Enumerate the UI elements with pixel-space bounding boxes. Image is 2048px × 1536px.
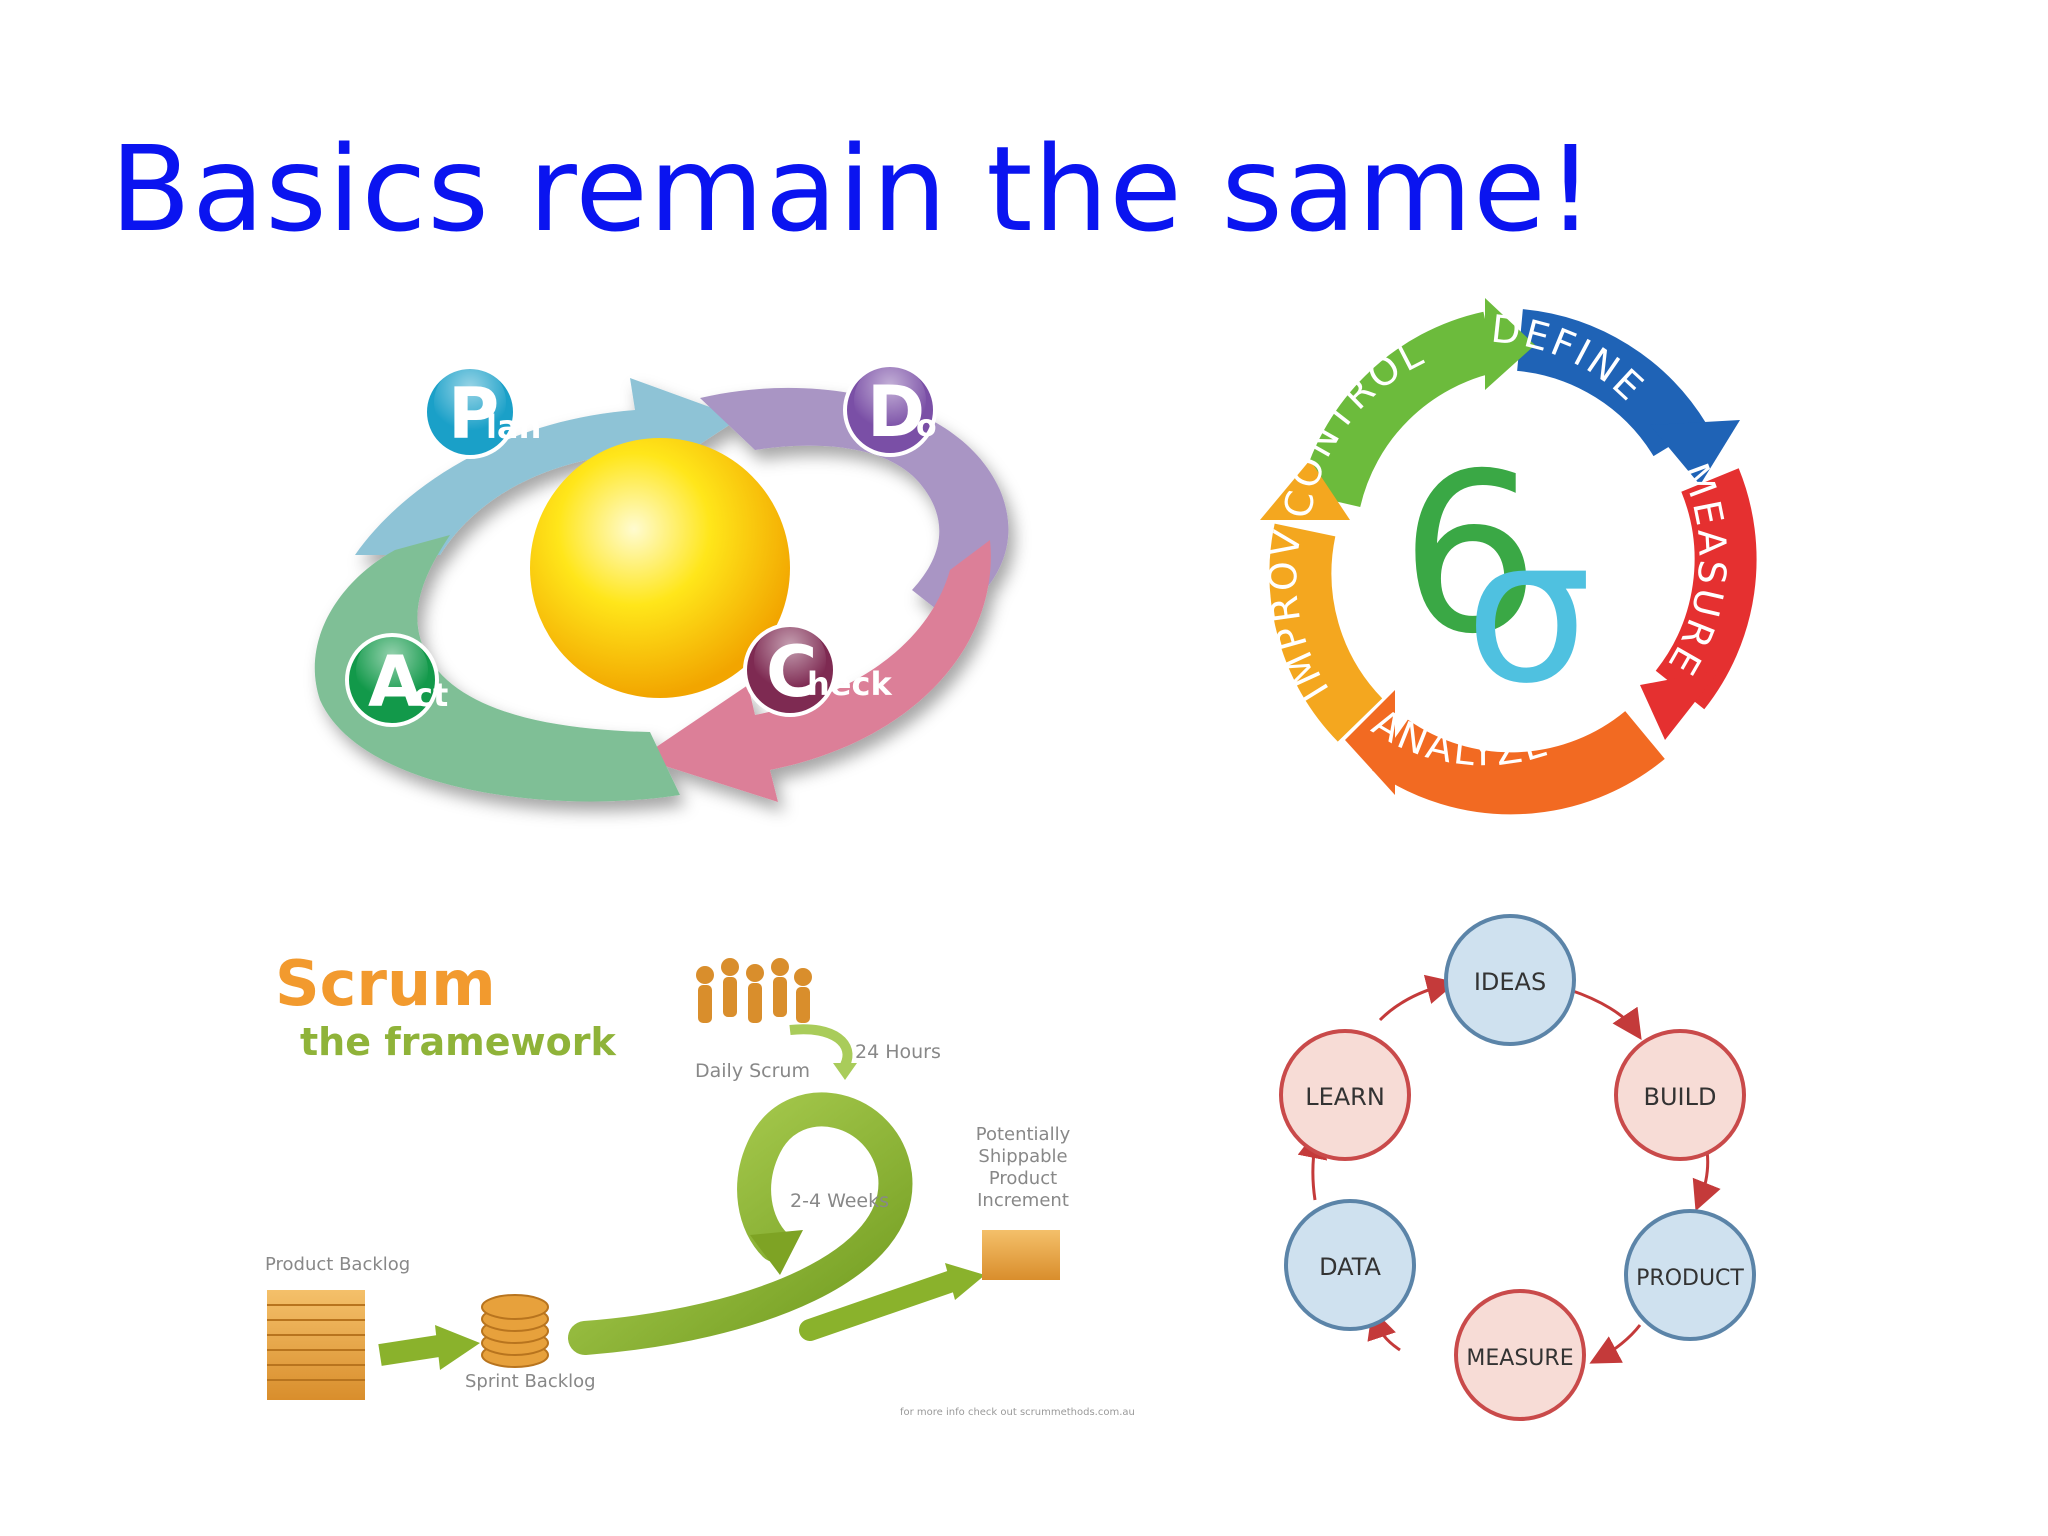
scrum-title: Scrum bbox=[275, 947, 496, 1020]
page-title: Basics remain the same! bbox=[110, 120, 1596, 258]
scrum-footer-note: for more info check out scrummethods.com… bbox=[900, 1407, 1135, 1418]
plan-rest: lan bbox=[486, 408, 541, 446]
do-badge: D o bbox=[843, 363, 937, 457]
act-rest: ct bbox=[414, 676, 448, 714]
act-badge: A ct bbox=[345, 633, 448, 727]
increment-box bbox=[982, 1230, 1060, 1280]
scrum-subtitle: the framework bbox=[300, 1020, 616, 1064]
increment-label-line-4: Increment bbox=[977, 1190, 1069, 1211]
lean-cycle-diagram: IDEAS BUILD PRODUCT MEASURE DATA LEARN bbox=[1279, 914, 1756, 1421]
scrum-framework-diagram: Scrum the framework Daily Scrum 24 Hours… bbox=[265, 947, 1135, 1418]
node-build: BUILD bbox=[1614, 1029, 1746, 1161]
daily-loop-arrow bbox=[789, 1024, 853, 1068]
pdca-cycle-diagram: P lan D o C heck A ct bbox=[314, 363, 1009, 802]
control-segment bbox=[1299, 311, 1498, 508]
node-build-label: BUILD bbox=[1644, 1083, 1717, 1111]
node-learn: LEARN bbox=[1279, 1029, 1411, 1161]
plan-badge: P lan bbox=[423, 365, 541, 459]
weeks-label: 2-4 Weeks bbox=[790, 1190, 889, 1212]
check-arrow bbox=[640, 540, 991, 802]
sprint-backlog-label: Sprint Backlog bbox=[465, 1371, 596, 1392]
improve-segment bbox=[1269, 523, 1383, 742]
sun-sphere bbox=[530, 438, 790, 698]
do-initial: D bbox=[867, 371, 925, 453]
product-backlog-stack bbox=[267, 1290, 365, 1400]
plan-initial: P bbox=[448, 373, 499, 455]
daily-scrum-label: Daily Scrum bbox=[695, 1060, 810, 1082]
node-data-label: DATA bbox=[1319, 1253, 1381, 1281]
node-ideas-label: IDEAS bbox=[1474, 968, 1546, 996]
node-measure: MEASURE bbox=[1454, 1289, 1586, 1421]
backlog-arrow bbox=[378, 1334, 447, 1366]
check-rest: heck bbox=[807, 665, 892, 703]
check-badge: C heck bbox=[743, 623, 892, 717]
sprint-loop-arrowhead bbox=[750, 1230, 803, 1275]
do-rest: o bbox=[916, 409, 937, 444]
backlog-arrowhead bbox=[435, 1325, 480, 1370]
six-digit: 6 bbox=[1400, 426, 1540, 682]
act-initial: A bbox=[368, 641, 422, 723]
node-measure-label: MEASURE bbox=[1466, 1346, 1573, 1371]
product-backlog-label: Product Backlog bbox=[265, 1254, 410, 1275]
dmaic-ring bbox=[1269, 309, 1757, 815]
dmaic-arrowheads bbox=[1260, 298, 1740, 795]
increment-arrow bbox=[799, 1269, 966, 1341]
act-arrow bbox=[314, 535, 680, 802]
node-ideas: IDEAS bbox=[1444, 914, 1576, 1046]
define-segment bbox=[1516, 309, 1707, 457]
node-product: PRODUCT bbox=[1624, 1209, 1756, 1341]
check-initial: C bbox=[766, 631, 817, 713]
measure-segment bbox=[1655, 468, 1757, 710]
analyze-segment bbox=[1372, 710, 1665, 815]
node-data: DATA bbox=[1284, 1199, 1416, 1331]
daily-scrum-team-figures bbox=[696, 958, 812, 1023]
node-learn-label: LEARN bbox=[1305, 1083, 1385, 1111]
increment-label-line-2: Shippable bbox=[978, 1146, 1067, 1167]
sprint-loop bbox=[568, 1092, 913, 1355]
increment-label-line-3: Product bbox=[989, 1168, 1057, 1189]
do-arrow bbox=[700, 387, 1009, 620]
daily-loop-arrowhead bbox=[833, 1063, 857, 1080]
plan-arrow bbox=[355, 378, 740, 555]
sigma-symbol: σ bbox=[1465, 495, 1592, 728]
six-sigma-dmaic-diagram: CONTROL DEFINE MEASURE ANALYZE IMPROVE 6… bbox=[1250, 290, 1757, 815]
increment-arrowhead bbox=[945, 1263, 985, 1300]
node-product-label: PRODUCT bbox=[1636, 1266, 1744, 1291]
increment-label-line-1: Potentially bbox=[976, 1124, 1071, 1145]
hours-label: 24 Hours bbox=[855, 1041, 941, 1063]
sprint-backlog-coins bbox=[481, 1294, 549, 1368]
